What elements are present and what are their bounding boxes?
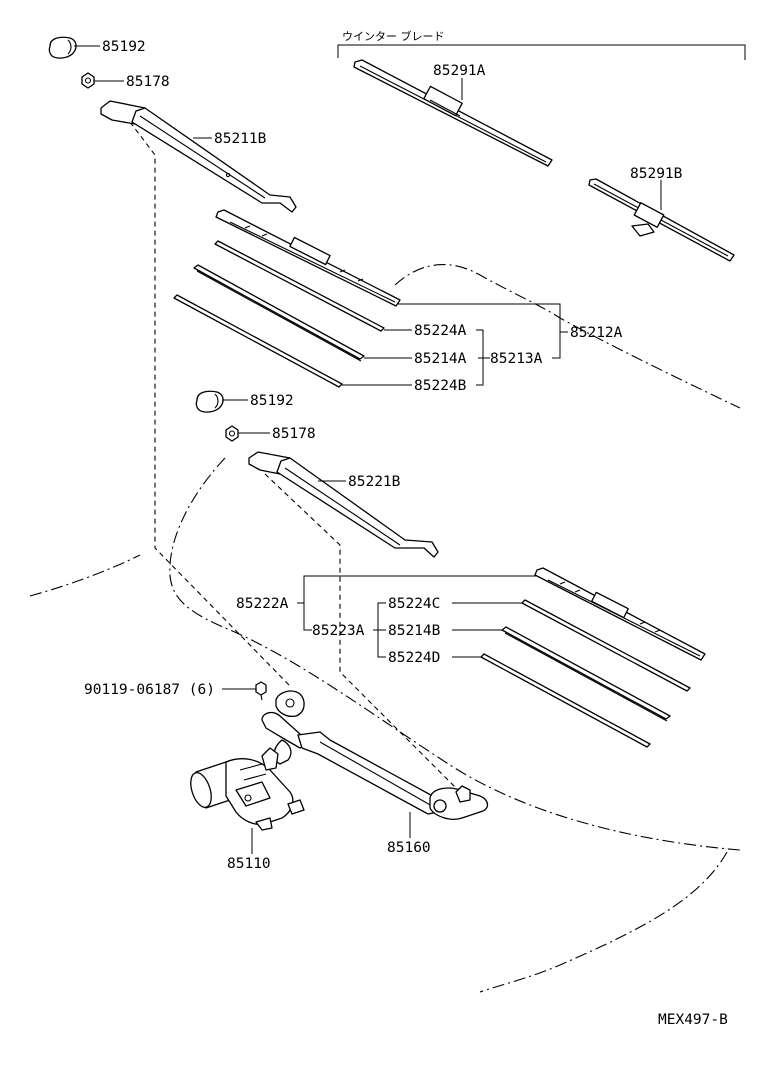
label-85110: 85110	[227, 856, 271, 872]
winter-blade-85291a	[353, 59, 553, 167]
wiper-arm-85211b	[100, 100, 297, 213]
label-85222a: 85222A	[236, 596, 289, 612]
label-85214b: 85214B	[388, 623, 441, 639]
label-85212a: 85212A	[570, 325, 623, 341]
backing-85224b	[173, 294, 343, 388]
rubber-85214a	[193, 264, 365, 360]
rubber-85214b	[501, 626, 671, 720]
winter-blade-bracket: ウインター ブレード	[337, 29, 746, 60]
label-85224c: 85224C	[388, 596, 440, 612]
label-85224a: 85224A	[414, 323, 467, 339]
backing-85224c	[521, 599, 691, 692]
label-85224d: 85224D	[388, 650, 440, 666]
wiper-arm-85221b	[248, 451, 439, 558]
flange-nut-icon	[225, 425, 239, 442]
assembly-guide-lines	[129, 121, 459, 791]
label-85223a: 85223A	[312, 623, 365, 639]
backing-85224a	[214, 240, 385, 332]
label-85160: 85160	[387, 840, 431, 856]
label-85213a: 85213A	[490, 351, 543, 367]
right-blade-leaders	[342, 303, 568, 386]
pivot-cap-icon	[48, 36, 77, 59]
label-85291a: 85291A	[433, 63, 486, 79]
label-85192-upper: 85192	[102, 39, 146, 55]
label-85178-lower: 85178	[272, 426, 316, 442]
label-85221b: 85221B	[348, 474, 401, 490]
wiper-blade-85212a	[215, 209, 401, 307]
flange-nut-icon	[81, 72, 95, 89]
left-blade-leaders	[297, 575, 536, 658]
wiper-link-85160	[261, 690, 489, 820]
label-85192-lower: 85192	[250, 393, 294, 409]
winter-blade-85291b	[588, 178, 735, 262]
label-85224b: 85224B	[414, 378, 467, 394]
label-85211b: 85211B	[214, 131, 267, 147]
label-85214a: 85214A	[414, 351, 467, 367]
label-85291b: 85291B	[630, 166, 683, 182]
pivot-cap-icon	[195, 390, 224, 413]
label-85178-upper: 85178	[126, 74, 170, 90]
wiper-motor-85110	[190, 747, 305, 831]
backing-85224d	[480, 653, 651, 748]
wiper-blade-85222a	[534, 567, 706, 661]
diagram-code: MEX497-B	[658, 1012, 728, 1028]
label-90119-06187: 90119-06187 (6)	[84, 682, 215, 698]
winter-blade-label: ウインター ブレード	[342, 29, 445, 43]
windshield-outline	[29, 264, 741, 993]
bolt-icon	[255, 681, 267, 701]
